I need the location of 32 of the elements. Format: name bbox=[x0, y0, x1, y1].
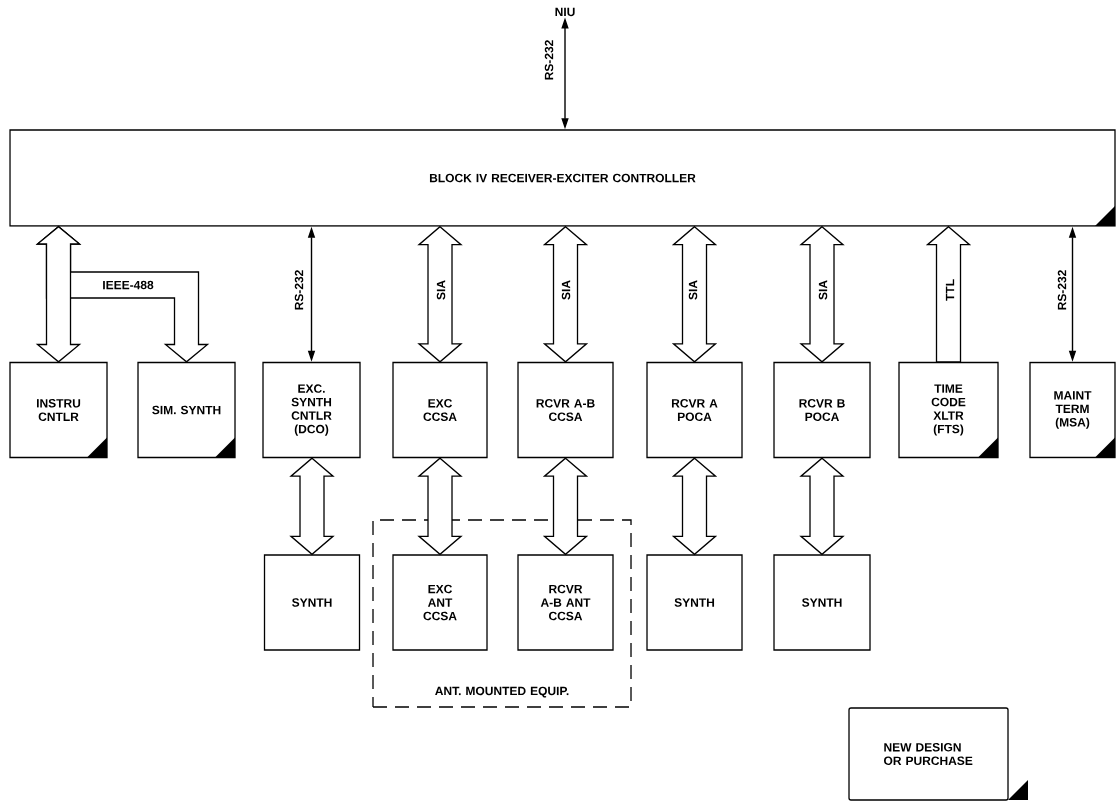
bus-arrow bbox=[542, 457, 589, 556]
block-box: SIM. SYNTH bbox=[137, 361, 236, 459]
edge-label: SIA bbox=[435, 279, 447, 301]
bus-arrow bbox=[35, 225, 82, 363]
edge-label: RS-232 bbox=[293, 268, 305, 312]
block-box: INSTRU CNTLR bbox=[9, 361, 108, 459]
edge-label: IEEE-488 bbox=[101, 279, 155, 291]
block-box: RCVR A-B ANT CCSA bbox=[517, 554, 614, 651]
bus-arrow bbox=[671, 457, 718, 556]
legend-box: NEW DESIGN OR PURCHASE bbox=[848, 707, 1028, 801]
edge-label: RS-232 bbox=[543, 38, 555, 82]
block-box: TIME CODE XLTR (FTS) bbox=[898, 361, 999, 459]
block-box: SYNTH bbox=[773, 554, 871, 651]
edge-label: TTL bbox=[944, 278, 956, 302]
block-box: MAINT TERM (MSA) bbox=[1029, 361, 1116, 459]
block-box: BLOCK IV RECEIVER-EXCITER CONTROLLER bbox=[9, 129, 1116, 227]
block-box: EXC CCSA bbox=[392, 361, 488, 459]
block-box: RCVR A-B CCSA bbox=[517, 361, 614, 459]
edge-label: SIA bbox=[687, 279, 699, 301]
block-box: SYNTH bbox=[263, 554, 361, 651]
bus-arrow bbox=[289, 457, 335, 556]
bare-label: NIU bbox=[555, 7, 575, 17]
block-box: EXC. SYNTH CNTLR (DCO) bbox=[262, 361, 361, 459]
block-box: RCVR B POCA bbox=[773, 361, 871, 459]
bus-arrow bbox=[799, 457, 845, 556]
block-box: RCVR A POCA bbox=[646, 361, 743, 459]
edge-label: SIA bbox=[560, 279, 572, 301]
block-box: EXC ANT CCSA bbox=[392, 554, 488, 651]
block-box: SYNTH bbox=[646, 554, 743, 651]
edge-label: SIA bbox=[817, 279, 829, 301]
edge-label: RS-232 bbox=[1056, 268, 1068, 312]
bus-arrow bbox=[417, 457, 463, 556]
